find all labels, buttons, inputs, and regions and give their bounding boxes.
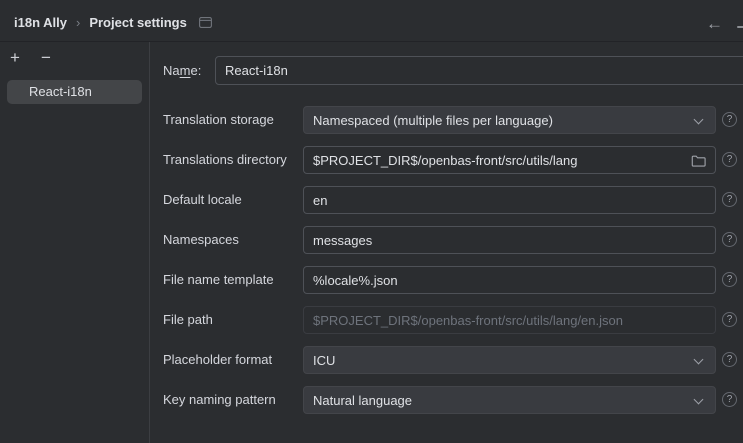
translations-directory-input[interactable] [303, 146, 716, 174]
namespaces-input[interactable] [303, 226, 716, 254]
breadcrumb-page-title[interactable]: Project settings [89, 15, 187, 30]
window-icon[interactable] [198, 17, 212, 28]
file-name-template-input[interactable] [303, 266, 716, 294]
breadcrumb-root[interactable]: i18n Ally [14, 15, 67, 30]
placeholder-format-select[interactable]: ICU [303, 346, 716, 374]
project-list-sidebar: + − React-i18n [0, 42, 150, 443]
file-path-label: File path [163, 312, 213, 327]
folder-icon[interactable] [688, 152, 708, 168]
default-locale-row: Default locale ? [0, 186, 743, 214]
help-icon[interactable]: ? [722, 112, 737, 127]
help-icon[interactable]: ? [722, 392, 737, 407]
file-name-template-row: File name template ? [0, 266, 743, 294]
key-naming-pattern-row: Key naming pattern Natural language ? [0, 386, 743, 414]
remove-project-button[interactable]: − [41, 47, 51, 67]
help-icon[interactable]: ? [722, 352, 737, 367]
help-icon[interactable]: ? [722, 312, 737, 327]
default-locale-input[interactable] [303, 186, 716, 214]
name-row: Name: [0, 56, 743, 85]
chevron-down-icon [693, 354, 704, 365]
key-naming-pattern-select[interactable]: Natural language [303, 386, 716, 414]
back-arrow-icon[interactable]: ← [706, 14, 723, 33]
header-bar: i18n Ally › Project settings ← [0, 0, 743, 42]
forward-arrow-icon[interactable] [737, 26, 743, 28]
sidebar-toolbar: + − [0, 42, 149, 72]
namespaces-row: Namespaces ? [0, 226, 743, 254]
namespaces-label: Namespaces [163, 232, 239, 247]
translations-directory-row: Translations directory ? [0, 146, 743, 174]
placeholder-format-row: Placeholder format ICU ? [0, 346, 743, 374]
help-icon[interactable]: ? [722, 152, 737, 167]
translation-storage-select[interactable]: Namespaced (multiple files per language) [303, 106, 716, 134]
key-naming-pattern-label: Key naming pattern [163, 392, 276, 407]
file-path-row: File path ? [0, 306, 743, 334]
help-icon[interactable]: ? [722, 192, 737, 207]
chevron-down-icon [693, 114, 704, 125]
file-path-input [303, 306, 716, 334]
selected-option: ICU [313, 352, 336, 368]
chevron-down-icon [693, 394, 704, 405]
add-project-button[interactable]: + [10, 47, 20, 67]
placeholder-format-label: Placeholder format [163, 352, 273, 367]
help-icon[interactable]: ? [722, 272, 737, 287]
translation-storage-row: Translation storage Namespaced (multiple… [0, 106, 743, 134]
translations-directory-label: Translations directory [163, 152, 287, 167]
name-label: Name: [163, 63, 202, 78]
name-input[interactable] [215, 56, 743, 85]
help-icon[interactable]: ? [722, 232, 737, 247]
breadcrumb-separator: › [75, 15, 81, 30]
file-name-template-label: File name template [163, 272, 274, 287]
selected-option: Natural language [313, 392, 413, 408]
default-locale-label: Default locale [163, 192, 242, 207]
selected-option: Namespaced (multiple files per language) [313, 112, 553, 128]
translation-storage-label: Translation storage [163, 112, 274, 127]
sidebar-item-react-i18n[interactable]: React-i18n [7, 80, 142, 104]
